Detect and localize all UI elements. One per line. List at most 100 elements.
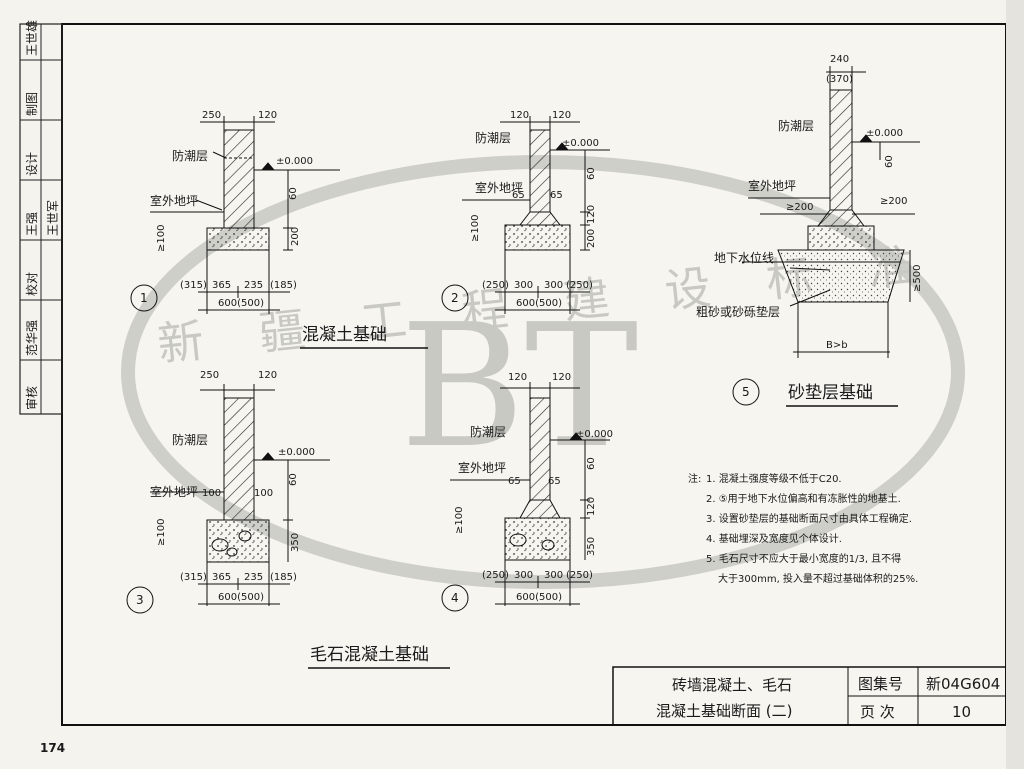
d5-sand-layer: 粗砂或砂砾垫层 [696, 304, 780, 319]
d3-dim-top-b: 120 [258, 370, 277, 381]
d5-elevation: ±0.000 [866, 128, 903, 139]
note-3: 3. 设置砂垫层的基础断面尺寸由具体工程确定. [706, 512, 912, 525]
d4-dim-b4: (250) [566, 570, 593, 581]
atlas-value: 新04G604 [926, 675, 1000, 693]
d4-dim-b3: 300 [544, 570, 563, 581]
d5-damp-proof: 防潮层 [778, 118, 814, 133]
detail-1 [130, 116, 340, 314]
d4-dim-v-a: 60 [586, 457, 597, 470]
sig-label-1: 审核 [24, 386, 39, 410]
d2-side-b: 65 [550, 190, 563, 201]
d2-outdoor-floor: 室外地坪 [475, 180, 523, 195]
d3-dim-b4: (185) [270, 572, 297, 583]
d2-dim-top-b: 120 [552, 110, 571, 121]
d4-dim-b2: 300 [514, 570, 533, 581]
page-value: 10 [952, 703, 971, 721]
sig-name-3: 王世军 [46, 200, 60, 236]
d1-no: 1 [140, 291, 148, 305]
d2-no: 2 [451, 291, 459, 305]
detail-3 [126, 384, 330, 614]
atlas-label: 图集号 [858, 675, 903, 693]
page-label: 页 次 [860, 703, 895, 721]
d4-damp-proof: 防潮层 [470, 424, 506, 439]
sig-label-2: 校对 [24, 272, 39, 296]
d2-dim-b2: 300 [514, 280, 533, 291]
sig-name-2: 王强 [25, 212, 39, 236]
note-5a: 5. 毛石尺寸不应大于最小宽度的1/3, 且不得 [706, 552, 901, 565]
d4-dim-left: ≥100 [454, 507, 465, 534]
sand-section-title: 砂垫层基础 [788, 383, 873, 403]
d5-outdoor-floor: 室外地坪 [748, 178, 796, 193]
d5-width: B>b [826, 340, 848, 351]
d3-elevation: ±0.000 [278, 447, 315, 458]
d4-outdoor-floor: 室外地坪 [458, 460, 506, 475]
note-2: 2. ⑤用于地下水位偏高和有冻胀性的地基土. [706, 492, 901, 505]
d4-side-a: 65 [508, 476, 521, 487]
d2-dim-top-a: 120 [510, 110, 529, 121]
d1-dim-b1: (315) [180, 280, 207, 291]
signature-strip: 审核 范华强 校对 王强 设计 王世军 制图 王世雄 [19, 20, 63, 415]
d2-dim-v-a: 60 [586, 167, 597, 180]
sig-name-1: 范华强 [25, 320, 39, 356]
d1-dim-left: ≥100 [156, 225, 167, 252]
d3-dim-left: ≥100 [156, 519, 167, 546]
page-number: 174 [40, 741, 65, 755]
sig-label-4: 制图 [25, 92, 39, 116]
title-line-1: 砖墙混凝土、毛石 [672, 676, 792, 694]
sig-label-3: 设计 [25, 152, 39, 176]
d3-dim-top-a: 250 [200, 370, 219, 381]
title-line-2: 混凝土基础断面 (二) [656, 702, 792, 720]
notes: 注: 1. 混凝土强度等级不低于C20. 2. ⑤用于地下水位偏高和有冻胀性的地… [688, 472, 918, 585]
d5-dim-top-b: (370) [826, 74, 853, 85]
d2-elevation: ±0.000 [562, 138, 599, 149]
note-5b: 大于300mm, 投入量不超过基础体积的25%. [718, 572, 918, 585]
d2-dim-left: ≥100 [470, 215, 481, 242]
d2-damp-proof: 防潮层 [475, 130, 511, 145]
d5-groundwater: 地下水位线 [714, 250, 774, 265]
d5-gt200-right: ≥200 [880, 196, 907, 207]
watermark-mark: BT [400, 288, 638, 486]
d2-side-a: 65 [512, 190, 525, 201]
d1-elevation: ±0.000 [276, 156, 313, 167]
d5-gt200-left: ≥200 [786, 202, 813, 213]
d2-dim-b1: (250) [482, 280, 509, 291]
d1-dim-b3: 235 [244, 280, 263, 291]
d1-dim-v-a: 60 [288, 187, 299, 200]
d4-side-b: 65 [548, 476, 561, 487]
d2-dim-b4: (250) [566, 280, 593, 291]
d3-dim-b1: (315) [180, 572, 207, 583]
d1-dim-top-b: 120 [258, 110, 277, 121]
d1-total: 600(500) [218, 298, 264, 309]
d1-dim-b4: (185) [270, 280, 297, 291]
d3-no: 3 [136, 593, 144, 607]
d3-dim-b3: 235 [244, 572, 263, 583]
note-1: 1. 混凝土强度等级不低于C20. [706, 472, 842, 485]
d2-total: 600(500) [516, 298, 562, 309]
d5-no: 5 [742, 385, 750, 399]
d1-dim-top-a: 250 [202, 110, 221, 121]
d1-damp-proof: 防潮层 [172, 148, 208, 163]
concrete-section-title: 混凝土基础 [302, 325, 387, 345]
d3-side-b: 100 [254, 488, 273, 499]
sig-name-4: 王世雄 [24, 20, 39, 56]
d2-dim-b3: 300 [544, 280, 563, 291]
d5-depth: ≥500 [912, 265, 923, 292]
d4-elevation: ±0.000 [576, 429, 613, 440]
d3-total: 600(500) [218, 592, 264, 603]
d4-dim-v-c: 350 [586, 537, 597, 556]
d4-dim-top-b: 120 [552, 372, 571, 383]
d4-dim-b1: (250) [482, 570, 509, 581]
detail-2 [441, 116, 610, 314]
d4-dim-top-a: 120 [508, 372, 527, 383]
d1-dim-v-b: 200 [290, 227, 301, 246]
d3-dim-v-b: 350 [290, 533, 301, 552]
rubble-section-title: 毛石混凝土基础 [310, 645, 429, 665]
d3-dim-v-a: 60 [288, 473, 299, 486]
d3-dim-b2: 365 [212, 572, 231, 583]
d1-dim-b2: 365 [212, 280, 231, 291]
d2-dim-v-c: 200 [586, 229, 597, 248]
notes-heading: 注: [688, 472, 701, 485]
d5-dim-v: 60 [884, 155, 895, 168]
d4-dim-v-b: 120 [586, 497, 597, 516]
